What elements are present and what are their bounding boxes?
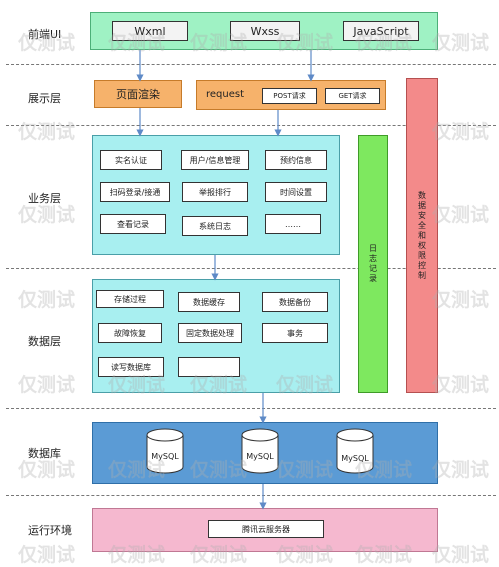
frontend-item-wxss: Wxss — [230, 21, 300, 41]
business-item: 扫码登录/接通 — [100, 182, 170, 202]
business-item: 用户/信息管理 — [181, 150, 249, 170]
layer-label-business: 业务层 — [28, 192, 61, 205]
layer-label-data: 数据层 — [28, 335, 61, 348]
security-control-label: 数据安全和权限控制 — [417, 190, 427, 281]
cloud-server-box: 腾讯云服务器 — [208, 520, 324, 538]
business-item: 预约信息 — [265, 150, 327, 170]
database-cylinder-icon — [146, 428, 184, 474]
business-item: 系统日志 — [182, 216, 248, 236]
data-item: 存储过程 — [96, 290, 164, 308]
database-cylinder-icon — [336, 428, 374, 474]
layer-label-display: 展示层 — [28, 92, 61, 105]
data-item: 故障恢复 — [98, 323, 162, 343]
data-item: 固定数据处理 — [178, 323, 242, 343]
separator-line — [6, 495, 496, 496]
business-item: 时间设置 — [265, 182, 327, 202]
data-item: 数据缓存 — [178, 292, 240, 312]
business-item: 举报排行 — [182, 182, 248, 202]
separator-line — [6, 268, 496, 269]
layer-label-runtime: 运行环境 — [28, 524, 72, 537]
database-cylinder-icon — [241, 428, 279, 474]
security-control-bar: 数据安全和权限控制 — [406, 78, 438, 393]
separator-line — [6, 125, 496, 126]
business-item: …… — [265, 214, 321, 234]
layer-label-database: 数据库 — [28, 447, 61, 460]
frontend-item-javascript: JavaScript — [343, 21, 419, 41]
data-item: 读写数据库 — [98, 357, 164, 377]
request-label: request — [206, 89, 245, 100]
business-item: 实名认证 — [100, 150, 162, 170]
database-label: MySQL — [151, 452, 179, 461]
separator-line — [6, 408, 496, 409]
page-render-box: 页面渲染 — [94, 80, 182, 108]
log-record-label: 日志记录 — [368, 244, 378, 284]
post-request-box: POST请求 — [262, 88, 317, 104]
layer-label-frontend: 前端UI — [28, 28, 62, 41]
database-label: MySQL — [246, 452, 274, 461]
separator-line — [6, 64, 496, 65]
business-item: 查看记录 — [100, 214, 166, 234]
frontend-item-wxml: Wxml — [112, 21, 188, 41]
data-item — [178, 357, 240, 377]
database-label: MySQL — [341, 454, 369, 463]
log-record-bar: 日志记录 — [358, 135, 388, 393]
data-item: 数据备份 — [262, 292, 328, 312]
get-request-box: GET请求 — [325, 88, 380, 104]
data-item: 事务 — [262, 323, 328, 343]
